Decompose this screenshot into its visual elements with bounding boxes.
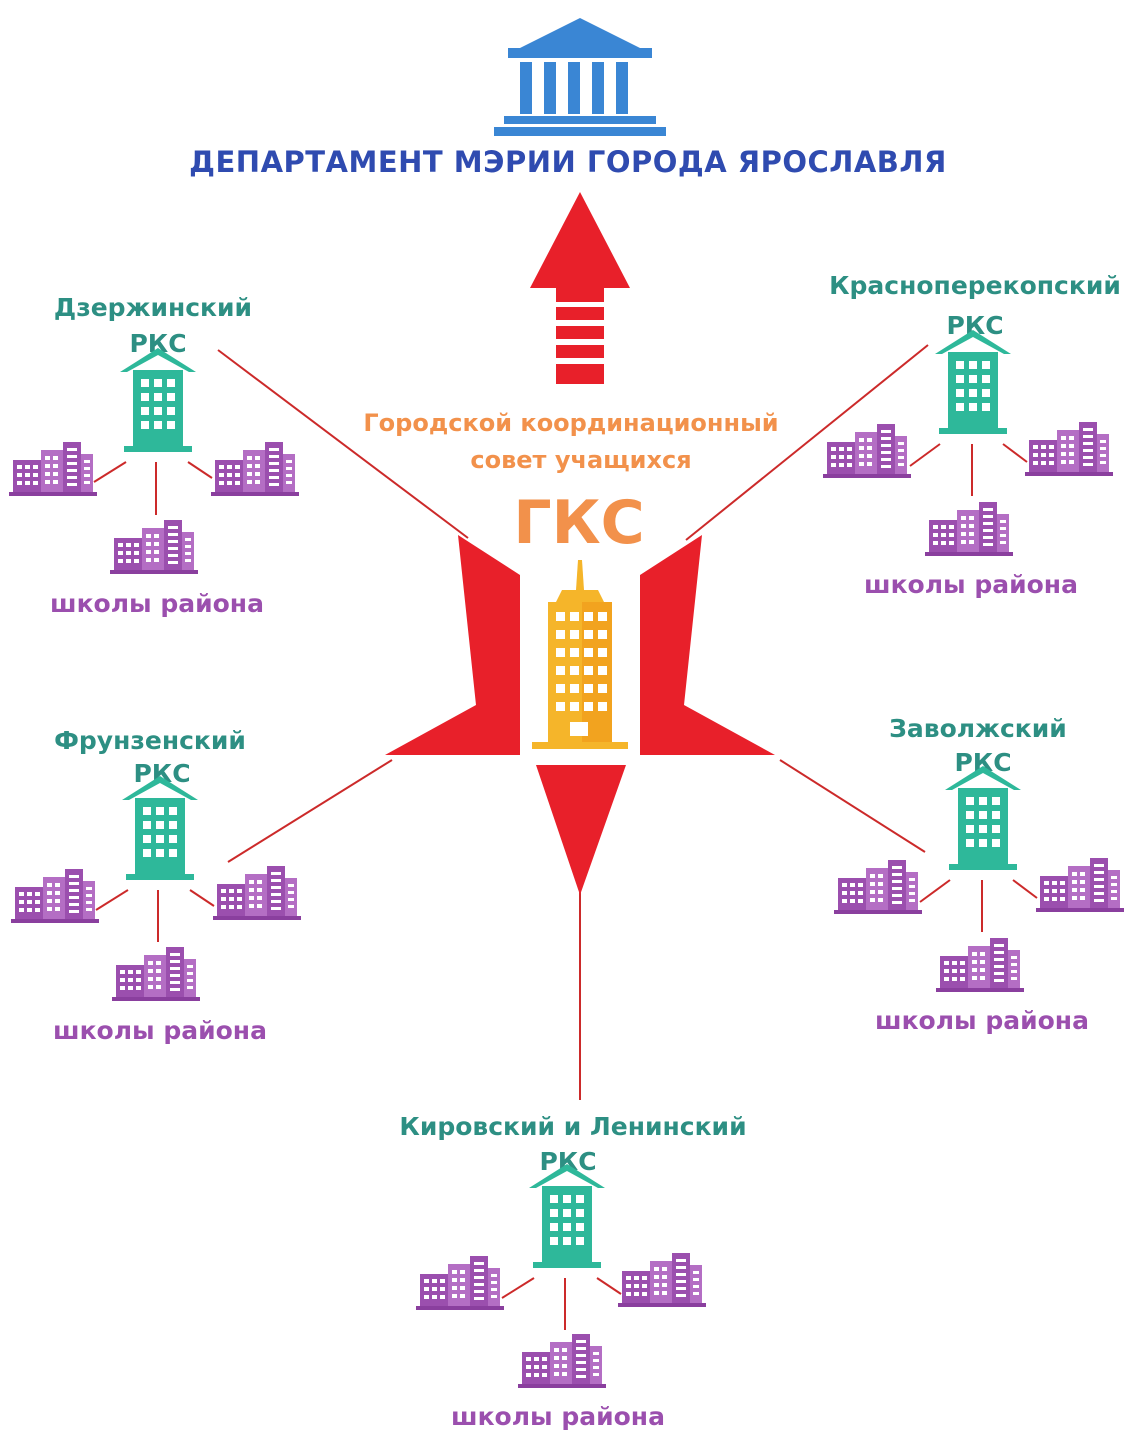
district-frunzensky: Фрунзенский РКС школы района: [11, 726, 301, 1045]
school-icon: [823, 424, 911, 478]
district-dzerzhinsky: Дзержинский РКС школы района: [9, 293, 299, 618]
school-icon: [1025, 422, 1113, 476]
school-icon: [1036, 858, 1124, 912]
district-zavolzhsky: Заволжский РКС школы района: [834, 714, 1124, 1035]
council-abbreviation: ГКС: [513, 488, 644, 558]
school-icon: [618, 1253, 706, 1307]
council-name-line2: совет учащихся: [470, 446, 691, 474]
page-title: ДЕПАРТАМЕНТ МЭРИИ ГОРОДА ЯРОСЛАВЛЯ: [189, 145, 947, 179]
district-building-icon: [935, 330, 1011, 434]
district-building-icon: [945, 766, 1021, 870]
district-building-icon: [120, 348, 196, 452]
school-icon: [211, 442, 299, 496]
schools-label: школы района: [451, 1402, 665, 1431]
school-icon: [112, 947, 200, 1001]
school-icon: [416, 1256, 504, 1310]
district-name: Дзержинский: [54, 293, 252, 322]
district-name: Кировский и Ленинский: [399, 1112, 746, 1141]
school-icon: [213, 866, 301, 920]
government-building-icon: [494, 18, 666, 136]
star-burst-icon: [385, 535, 775, 895]
school-icon: [518, 1334, 606, 1388]
school-icon: [9, 442, 97, 496]
school-icon: [110, 520, 198, 574]
schools-label: школы района: [864, 570, 1078, 599]
school-icon: [936, 938, 1024, 992]
district-building-icon: [122, 776, 198, 880]
district-name: Заволжский: [889, 714, 1067, 743]
upward-arrow-icon: [530, 192, 630, 384]
district-building-icon: [529, 1164, 605, 1268]
district-abbr: РКС: [539, 1147, 596, 1176]
district-krasnoperekopsky: Красноперекопский РКС школы района: [823, 271, 1121, 599]
schools-label: школы района: [50, 589, 264, 618]
school-icon: [925, 502, 1013, 556]
school-icon: [11, 869, 99, 923]
district-name: Фрунзенский: [54, 726, 246, 755]
district-name: Красноперекопский: [829, 271, 1121, 300]
schools-label: школы района: [875, 1006, 1089, 1035]
schools-label: школы района: [53, 1016, 267, 1045]
connector-lines: [217, 344, 929, 1100]
school-icon: [834, 860, 922, 914]
district-kirovsky-leninsky: Кировский и Ленинский РКС школы района: [399, 1112, 746, 1431]
skyscraper-icon: [532, 560, 628, 749]
council-name-line1: Городской координационный: [363, 409, 778, 437]
